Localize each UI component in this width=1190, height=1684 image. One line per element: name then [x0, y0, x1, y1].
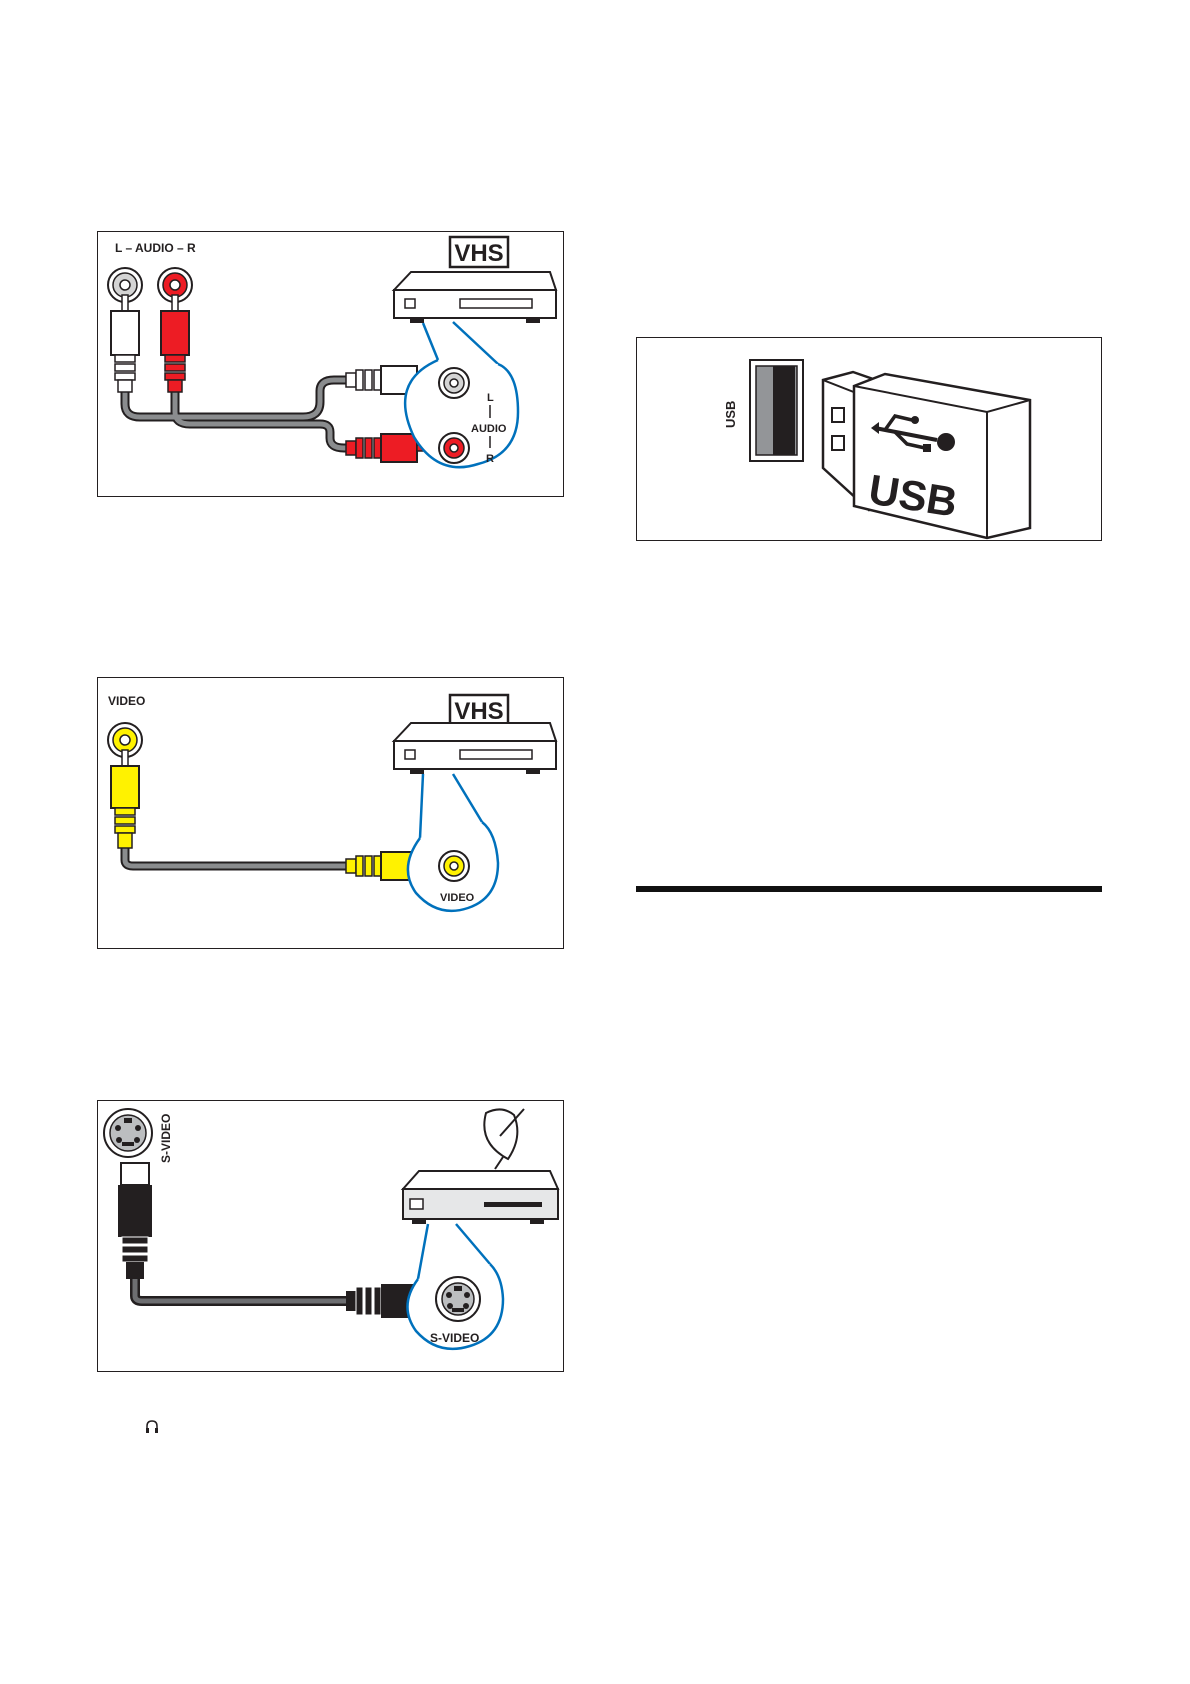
- vcr-device-icon: [391, 271, 558, 323]
- svideo-diagram-graphic: S-VIDEO: [103, 1108, 560, 1351]
- vcr-port-l-label: L: [487, 392, 494, 404]
- vcr-video-jack-icon: [438, 850, 470, 882]
- svg-text:VHS: VHS: [454, 240, 503, 267]
- video-plug-icon: [110, 749, 140, 849]
- audio-l-plug-icon: [110, 294, 140, 393]
- usb-port-icon: [749, 359, 804, 462]
- usb-port-label: USB: [723, 401, 738, 428]
- vcr-port-audio-label: AUDIO: [471, 423, 507, 435]
- vcr-device-icon: [391, 722, 558, 774]
- usb-stick-icon: USB: [821, 370, 1032, 540]
- video-diagram-graphic: VIDEO: [107, 693, 558, 913]
- vcr-l-plug-icon: [345, 365, 434, 395]
- svideo-top-label: S-VIDEO: [159, 1114, 173, 1163]
- svg-text:VHS: VHS: [454, 698, 503, 725]
- vcr-r-plug-icon: [345, 433, 434, 463]
- satellite-dish-icon: [483, 1108, 525, 1170]
- usb-trident-icon: [871, 414, 955, 452]
- svideo-plug-icon: [118, 1162, 152, 1279]
- usb-connection-diagram: USB: [636, 337, 1102, 541]
- vcr-video-port-label: VIDEO: [440, 892, 475, 904]
- receiver-svideo-jack-icon: [435, 1276, 481, 1322]
- vhs-logo: VHS: [448, 693, 510, 727]
- section-divider: [636, 886, 1102, 892]
- svideo-jack-icon: [103, 1108, 153, 1158]
- satellite-receiver-icon: [400, 1170, 560, 1224]
- usb-diagram-graphic: USB: [723, 359, 1032, 540]
- video-top-label: VIDEO: [108, 694, 145, 708]
- audio-diagram-graphic: L – AUDIO – R: [107, 235, 558, 469]
- audio-top-label: L – AUDIO – R: [115, 241, 196, 255]
- svideo-connection-diagram: S-VIDEO: [97, 1100, 564, 1372]
- audio-l-jack-icon: [107, 267, 143, 303]
- audio-r-plug-icon: [160, 294, 190, 393]
- video-jack-icon: [107, 722, 143, 758]
- audio-connection-diagram: L – AUDIO – R: [97, 231, 564, 497]
- vcr-port-r-label: R: [486, 453, 494, 465]
- headphone-icon: [146, 1420, 158, 1433]
- vcr-r-jack-icon: [438, 432, 470, 464]
- video-connection-diagram: VIDEO: [97, 677, 564, 949]
- vcr-l-jack-icon: [438, 367, 470, 399]
- vhs-logo: VHS: [448, 235, 510, 269]
- receiver-svideo-port-label: S-VIDEO: [430, 1331, 479, 1345]
- audio-r-jack-icon: [157, 267, 193, 303]
